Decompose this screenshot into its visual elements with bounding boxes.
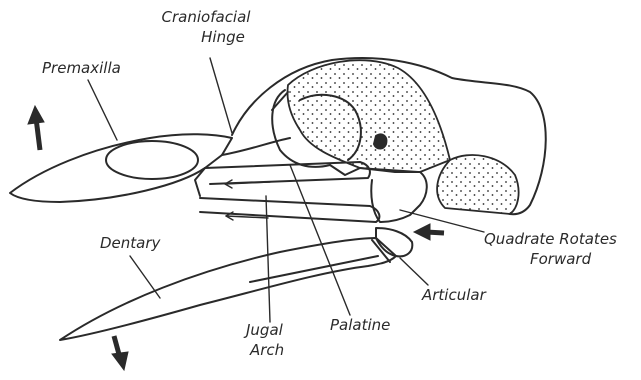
quadrate-stipple — [437, 155, 519, 214]
eye-mark — [374, 134, 386, 148]
label-craniofacial: Craniofacial — [162, 8, 252, 26]
label-arch: Arch — [249, 341, 284, 359]
arrow-left-icon — [414, 224, 444, 240]
label-palatine: Palatine — [330, 316, 390, 334]
palatine-bar — [200, 198, 379, 222]
leader-premaxilla — [88, 80, 117, 140]
label-forward: Forward — [530, 250, 592, 268]
label-dentary: Dentary — [100, 234, 162, 252]
arrow-up-icon — [28, 106, 44, 150]
nostril — [106, 141, 198, 179]
leader-dentary — [130, 256, 160, 298]
label-articular: Articular — [421, 286, 487, 304]
label-jugal: Jugal — [243, 321, 284, 339]
label-quadrate: Quadrate Rotates — [484, 230, 617, 248]
leader-palatine — [290, 165, 350, 315]
arrow-down-icon — [112, 336, 128, 370]
leader-quadrate — [400, 210, 484, 232]
leader-craniofacial-hinge — [210, 58, 232, 133]
braincase-stipple — [288, 60, 451, 172]
leader-articular — [400, 258, 428, 285]
label-hinge: Hinge — [201, 28, 245, 46]
label-premaxilla: Premaxilla — [42, 59, 121, 77]
